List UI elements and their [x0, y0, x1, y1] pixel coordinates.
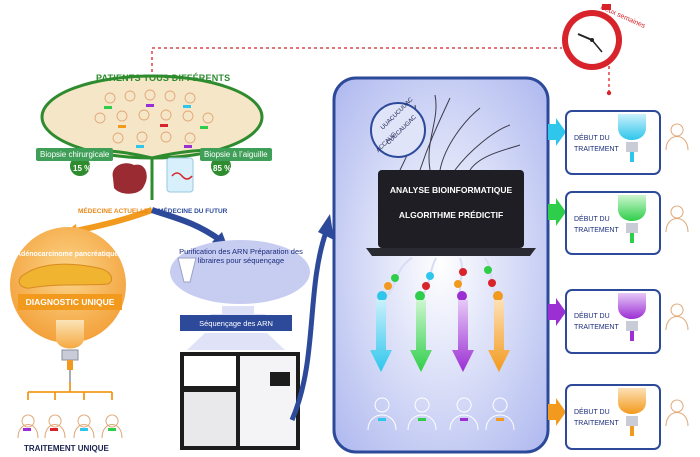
arrow-to-treatment-purple	[548, 298, 566, 326]
arrow-to-treatment-cyan	[548, 118, 566, 146]
treatment-label-2: DÉBUT DU TRAITEMENT	[574, 216, 619, 234]
treatment-label-3: DÉBUT DU TRAITEMENT	[574, 313, 619, 331]
eppendorf-tube-icon	[177, 257, 197, 283]
medicine-current-label: MÉDECINE ACTUELLE	[78, 208, 149, 215]
pancreas-icon	[18, 263, 113, 289]
pct-needle-label: 85 %	[213, 164, 232, 173]
unique-diagnosis-label: DIAGNOSTIC UNIQUE	[25, 297, 115, 307]
rna-sequence-bubble: UUACUCUUAC CUCCAUGAC ACCAUG	[370, 96, 426, 158]
to-analysis-arrow	[289, 231, 329, 421]
algorithm-label: ALGORITHME PRÉDICTIF	[398, 210, 504, 220]
medicine-future-label: MÉDECINE DU FUTUR	[158, 208, 228, 215]
sequencing-label: Séquençage des ARN	[199, 319, 273, 328]
sequencer-machine-icon	[180, 352, 300, 450]
future-medicine-arrow	[151, 207, 222, 243]
patient-tumor-marks	[104, 104, 208, 148]
analysis-patients	[367, 397, 515, 431]
patients-title: PATIENTS TOUS DIFFÉRENTS	[96, 73, 231, 83]
analysis-label: ANALYSE BIOINFORMATIQUE	[389, 185, 513, 195]
biopsy-surgical-label: Biopsie chirurgicale	[36, 148, 114, 161]
adenocarcinoma-label: Adénocarcinome pancréatique	[16, 251, 119, 258]
unique-treatment-patients	[17, 414, 123, 439]
arrow-green	[410, 300, 432, 372]
analysis-patient-marks	[378, 418, 504, 421]
purification-bubble	[170, 240, 310, 304]
biopsy-needle-label: Biopsie à l’aiguille	[200, 148, 272, 161]
treatment-box-4	[565, 384, 689, 450]
arrow-to-treatment-orange	[548, 398, 566, 426]
arrow-orange	[488, 300, 510, 372]
laptop-icon	[366, 170, 536, 256]
pct-needle-badge	[211, 156, 231, 176]
pct-surgical-badge	[70, 156, 90, 176]
iv-drip-unique-icon	[56, 320, 84, 382]
analysis-panel	[332, 76, 550, 454]
pct-surgical-label: 15 %	[73, 164, 92, 173]
treatment-label-4: DÉBUT DU TRAITEMENT	[574, 409, 619, 427]
timeline-end-dot	[606, 90, 612, 96]
stopwatch-icon	[562, 4, 622, 70]
treatment-box-3	[565, 289, 689, 354]
arrow-purple	[452, 300, 474, 372]
timeline-dashed-line	[151, 47, 610, 92]
rna-color-beads	[377, 266, 503, 301]
patient-crowd	[94, 89, 214, 144]
treatment-box-1	[565, 110, 689, 175]
needle-sample-tube-icon	[166, 157, 194, 193]
unique-treatment-label: TRAITEMENT UNIQUE	[24, 444, 109, 453]
unique-diagnosis-bar	[18, 294, 122, 310]
tissue-sample-icon	[112, 163, 147, 194]
treatment-label-1: DÉBUT DU TRAITEMENT	[574, 135, 619, 153]
treatment-box-2	[565, 191, 689, 255]
patients-ellipse	[40, 74, 264, 160]
arrow-to-treatment-green	[548, 198, 566, 226]
unique-treatment-tree	[27, 382, 113, 400]
sequencing-bar	[180, 315, 292, 331]
purification-label: Purification des ARN Préparation des lib…	[179, 247, 303, 265]
arrow-cyan	[370, 300, 392, 372]
